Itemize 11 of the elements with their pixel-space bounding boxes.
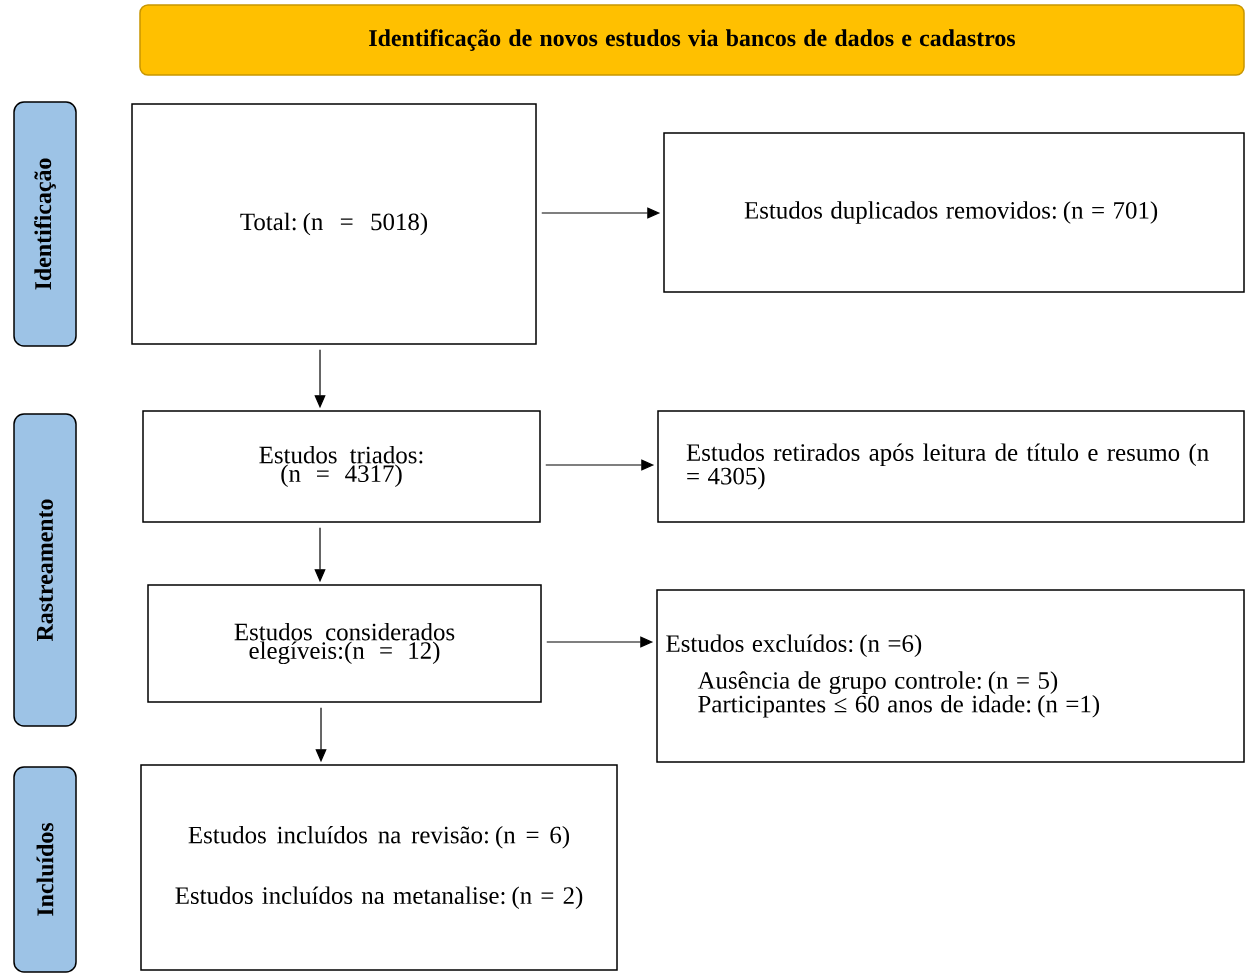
process-box: Estudos duplicados removidos: (n = 701) bbox=[663, 132, 1245, 293]
process-box: Total: (n = 5018) bbox=[131, 103, 537, 345]
phase-label: Identificação bbox=[13, 101, 77, 347]
process-box: Estudos triados: (n = 4317) bbox=[142, 410, 541, 523]
phase-label: Incluídos bbox=[13, 766, 77, 973]
process-box: Estudos retirados após leitura de título e resumo (n = 4305) bbox=[657, 410, 1245, 523]
process-box: Estudos considerados elegíveis:(n = 12) bbox=[147, 584, 542, 703]
heading-band: Identificação de novos estudos via bancos de dados e cadastros bbox=[139, 4, 1245, 76]
process-box: Estudos excluídos: (n =6) Ausência de grupo controle: (n = 5) Participantes ≤ 60 anos de idade: (n =1) bbox=[656, 589, 1245, 763]
phase-label: Rastreamento bbox=[13, 413, 77, 727]
process-box: Estudos incluídos na revisão: (n = 6) Estudos incluídos na metanalise: (n = 2) bbox=[140, 764, 618, 971]
